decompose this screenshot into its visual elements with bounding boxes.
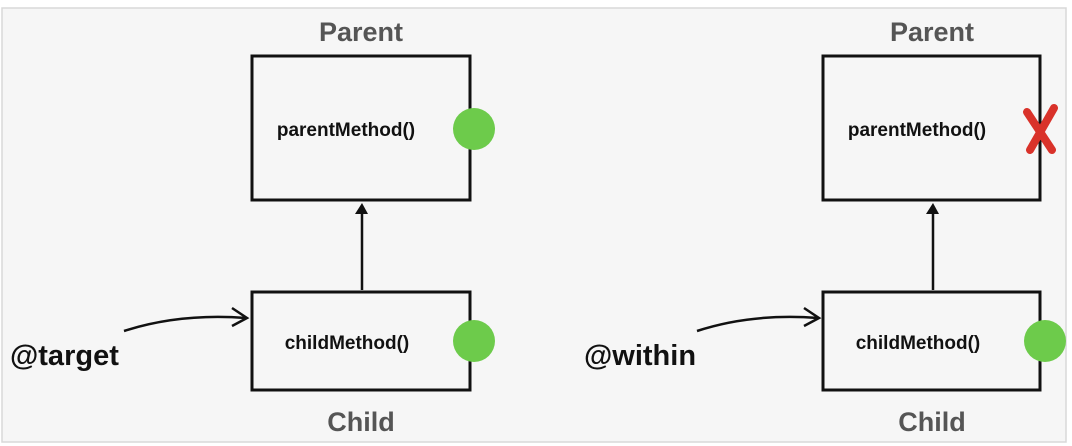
annotation-label: @within <box>584 340 696 372</box>
target-diagram: Parent parentMethod() childMethod() Chil… <box>10 17 495 437</box>
pointer-arrow <box>123 315 247 333</box>
frame <box>1 7 1067 443</box>
child-label: Child <box>898 407 966 437</box>
arrowhead-icon <box>803 306 822 328</box>
parent-label: Parent <box>319 17 403 47</box>
arrowhead-icon <box>355 203 368 214</box>
within-diagram: Parent parentMethod() childMethod() Chil… <box>584 17 1066 437</box>
child-label: Child <box>327 407 395 437</box>
parent-label: Parent <box>890 17 974 47</box>
child-method: childMethod() <box>285 333 410 354</box>
no-match-x-icon <box>1023 104 1058 154</box>
pointer-arrow <box>696 315 819 333</box>
parent-method: parentMethod() <box>277 120 415 141</box>
match-dot-icon <box>453 320 495 362</box>
match-dot-icon <box>1024 320 1066 362</box>
match-dot-icon <box>453 108 495 150</box>
annotation-label: @target <box>10 340 119 372</box>
parent-method: parentMethod() <box>848 120 986 141</box>
child-method: childMethod() <box>856 333 981 354</box>
arrowhead-icon <box>926 203 939 214</box>
arrowhead-icon <box>231 306 250 328</box>
